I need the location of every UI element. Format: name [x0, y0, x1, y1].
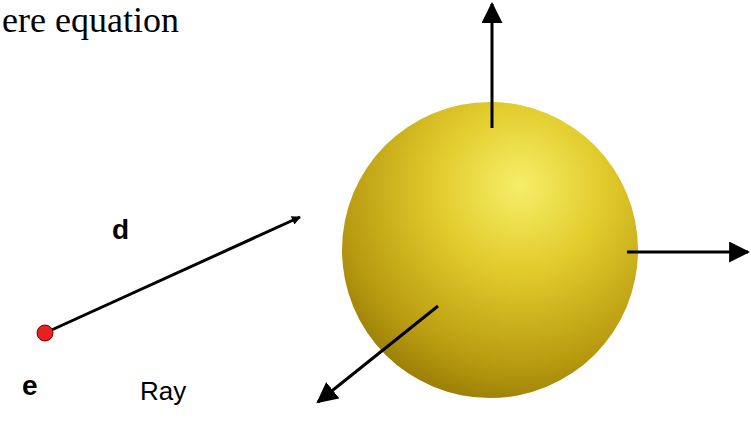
eye-point — [37, 325, 53, 341]
vector-label: d — [112, 216, 129, 244]
normal-arrow — [627, 251, 748, 254]
normal-arrow — [318, 306, 438, 402]
ray-direction-arrow — [45, 217, 300, 333]
sphere — [342, 102, 638, 398]
point-label: e — [22, 372, 38, 400]
normal-arrow — [491, 4, 494, 128]
heading-fragment: ere equation — [2, 2, 179, 38]
ray-label: Ray — [140, 378, 186, 404]
